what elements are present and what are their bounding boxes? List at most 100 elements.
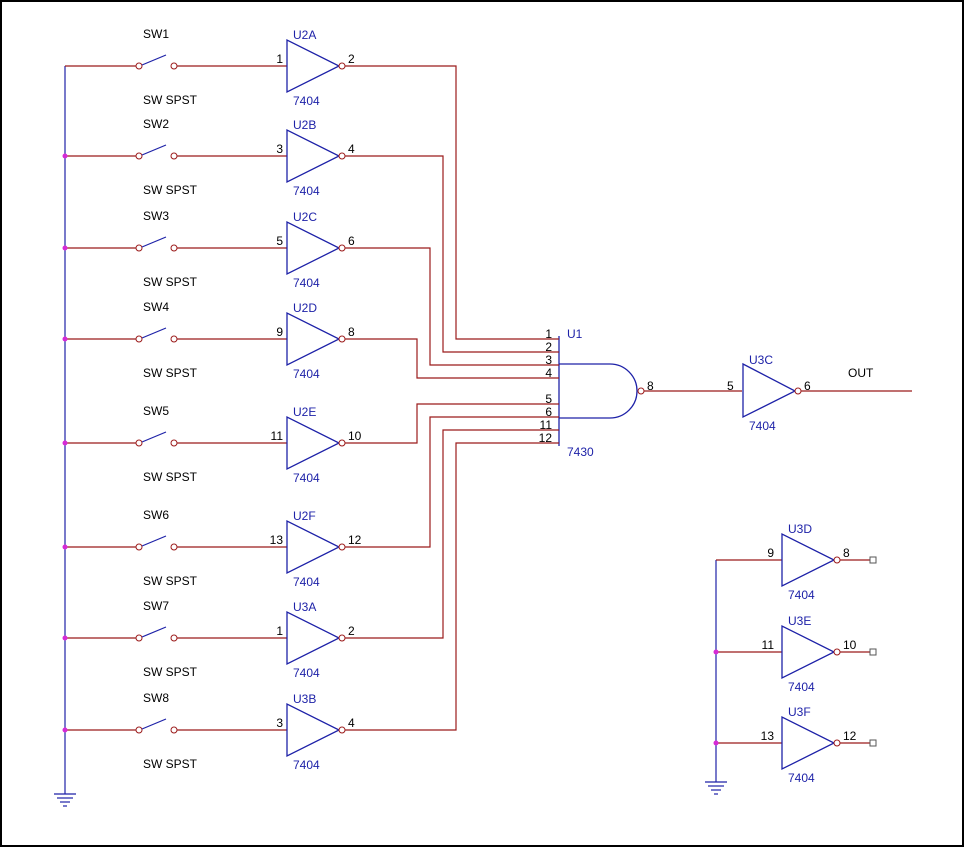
nand-type-label: 7430 — [567, 445, 594, 459]
inverter-out-pin: 2 — [348, 624, 355, 638]
inverter-out-pin: 12 — [843, 729, 857, 743]
nand-input-pin: 6 — [545, 405, 552, 419]
switch-sw4[interactable] — [135, 327, 178, 343]
inverter-u2e — [286, 415, 346, 471]
switch-sw7[interactable] — [135, 626, 178, 642]
inverter-type-label: 7404 — [293, 758, 320, 772]
junction-dot — [62, 544, 68, 550]
ground-symbol-right — [705, 781, 727, 795]
inverter-ref-label: U3E — [788, 614, 811, 628]
nand-input-wire — [345, 65, 559, 340]
inverter-in-pin: 9 — [767, 546, 774, 560]
nand-input-wire — [345, 403, 559, 444]
nand-input-wire — [345, 155, 559, 353]
switch-ref-label: SW3 — [143, 209, 169, 223]
switch-type-label: SW SPST — [143, 665, 198, 679]
junction-dot — [62, 336, 68, 342]
inverter-ref-label: U2A — [293, 28, 316, 42]
inverter-in-pin: 1 — [276, 52, 283, 66]
nand-input-pin: 3 — [545, 353, 552, 367]
inverter-u2f — [286, 519, 346, 575]
switch-type-label: SW SPST — [143, 757, 198, 771]
switch-type-label: SW SPST — [143, 470, 198, 484]
inverter-u3b — [286, 702, 346, 758]
switch-type-label: SW SPST — [143, 183, 198, 197]
switch-ref-label: SW1 — [143, 27, 169, 41]
switch-sw6[interactable] — [135, 535, 178, 551]
inverter-ref-label: U2E — [293, 405, 316, 419]
inverter-u2c — [286, 220, 346, 276]
switch-ref-label: SW7 — [143, 599, 169, 613]
inverter-out-pin: 2 — [348, 52, 355, 66]
junction-dot — [62, 245, 68, 251]
inverter-in-pin: 11 — [762, 638, 775, 652]
nand-input-wire — [345, 338, 559, 379]
switch-row-1: SW1 SW SPST 1 2 U2A 7404 — [65, 27, 355, 108]
inverter-type-label: 7404 — [293, 184, 320, 198]
inverter-type-label: 7404 — [293, 471, 320, 485]
junction-dot — [62, 440, 68, 446]
nand-input-pin: 11 — [540, 418, 553, 432]
inverter-in-pin: 9 — [276, 325, 283, 339]
junction-dot — [713, 740, 719, 746]
switch-type-label: SW SPST — [143, 275, 198, 289]
inverter-type-label: 7404 — [293, 94, 320, 108]
inverter-type-label: 7404 — [293, 276, 320, 290]
nand-output-pin: 8 — [647, 379, 654, 393]
u3c-in-pin: 5 — [727, 379, 734, 393]
switch-ref-label: SW8 — [143, 691, 169, 705]
u3c-out-pin: 6 — [804, 379, 811, 393]
unconnected-pin-square — [869, 556, 877, 564]
nand-input-wire — [345, 416, 559, 548]
nand-ref-label: U1 — [567, 327, 583, 341]
inverter-out-pin: 4 — [348, 142, 355, 156]
inverter-ref-label: U3A — [293, 600, 316, 614]
nand-input-wire — [345, 247, 559, 366]
u3c-type-label: 7404 — [749, 419, 776, 433]
switch-row-3: SW3 SW SPST 5 6 U2C 7404 — [62, 209, 355, 290]
unconnected-pin-square — [869, 739, 877, 747]
inverter-type-label: 7404 — [293, 575, 320, 589]
inverter-in-pin: 11 — [271, 429, 284, 443]
inverter-type-label: 7404 — [293, 666, 320, 680]
inverter-ref-label: U2F — [293, 509, 316, 523]
switch-type-label: SW SPST — [143, 93, 198, 107]
junction-dot — [62, 727, 68, 733]
nand-input-pin: 12 — [539, 431, 553, 445]
nand-input-pin: 5 — [545, 392, 552, 406]
inverter-in-pin: 13 — [270, 533, 284, 547]
inverter-in-pin: 5 — [276, 234, 283, 248]
inverter-out-pin: 12 — [348, 533, 362, 547]
junction-dot — [713, 649, 719, 655]
inverter-u3e: 11 10 U3E 7404 — [713, 614, 877, 694]
inverter-type-label: 7404 — [293, 367, 320, 381]
switch-ref-label: SW6 — [143, 508, 169, 522]
switch-ref-label: SW5 — [143, 404, 169, 418]
inverter-type-label: 7404 — [788, 588, 815, 602]
inverter-in-pin: 3 — [276, 716, 283, 730]
switch-sw3[interactable] — [135, 236, 178, 252]
nand-input-pin: 2 — [545, 340, 552, 354]
inverter-out-pin: 8 — [843, 546, 850, 560]
inverter-u3a — [286, 610, 346, 666]
switch-sw2[interactable] — [135, 144, 178, 160]
out-label: OUT — [848, 366, 874, 380]
inverter-type-label: 7404 — [788, 680, 815, 694]
inverter-ref-label: U3F — [788, 705, 811, 719]
switch-sw8[interactable] — [135, 718, 178, 734]
inverter-out-pin: 6 — [348, 234, 355, 248]
inverter-u2d — [286, 311, 346, 367]
inverter-ref-label: U2C — [293, 210, 317, 224]
nand-input-wire — [345, 442, 559, 731]
switch-sw5[interactable] — [135, 431, 178, 447]
switch-sw1[interactable] — [135, 54, 178, 70]
nand-input-pin: 1 — [545, 327, 552, 341]
inverter-out-pin: 10 — [843, 638, 857, 652]
